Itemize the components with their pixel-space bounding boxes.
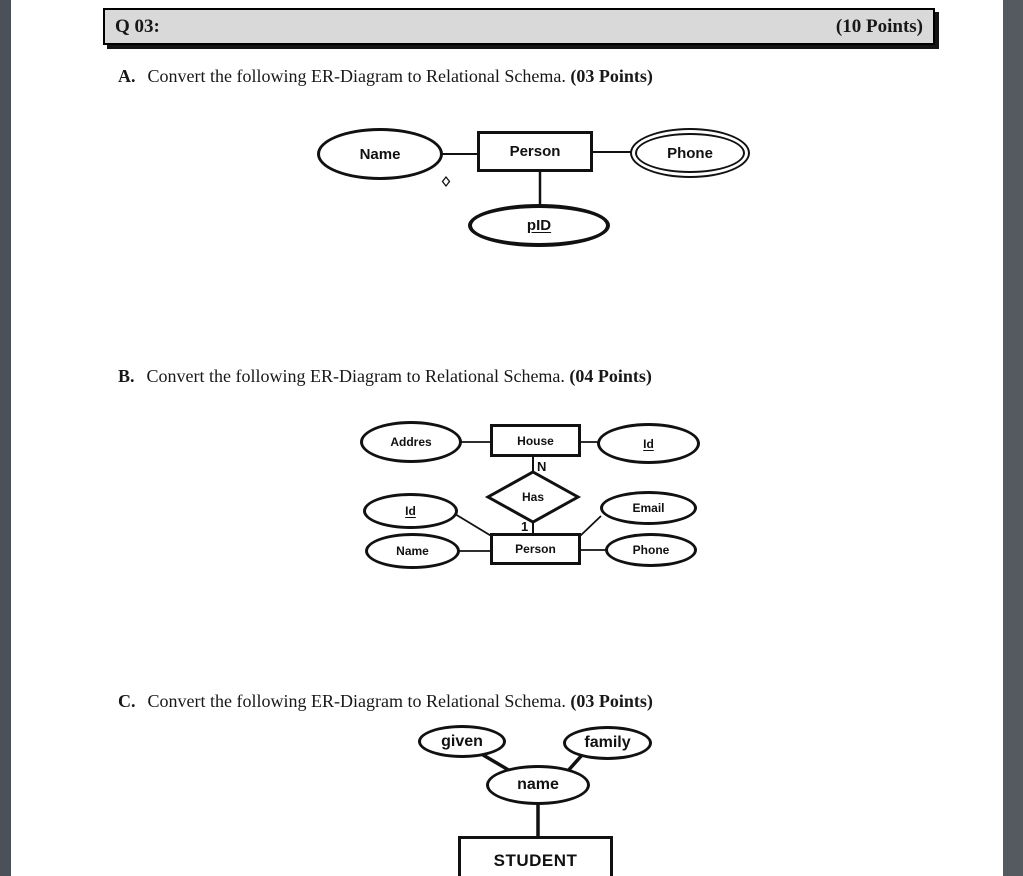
section-c-heading: C. Convert the following ER-Diagram to Re… [118,691,653,712]
key-attribute-ellipse-id-person: Id [363,493,458,529]
entity-person-label: Person [509,143,561,160]
rel-has-text: Has [521,490,544,504]
attr-name-label: Name [359,145,401,163]
attr-name-b-label: Name [396,544,429,558]
section-b-label: B. [118,366,135,386]
question-header: Q 03: (10 Points) [103,8,935,45]
question-number: Q 03: [115,15,160,37]
attr-family-label: family [584,734,631,751]
section-b-heading: B. Convert the following ER-Diagram to Re… [118,366,652,387]
attribute-ellipse-family: family [563,726,652,760]
attribute-ellipse-name-a: Name [317,128,443,180]
attr-pid-label: pID [526,217,552,234]
attr-id-person-label: Id [405,504,416,518]
entity-house-label: House [517,433,554,448]
key-attribute-ellipse-pid: pID [468,204,610,247]
section-b-text: Convert the following ER-Diagram to Rela… [146,366,565,386]
multivalued-ellipse-phone: Phone [630,128,750,178]
entity-person-b-label: Person [515,542,556,556]
key-attribute-ellipse-id-house: Id [597,423,700,464]
attr-addres-label: Addres [390,435,432,449]
attr-id-house-label: Id [643,436,654,451]
attribute-ellipse-given: given [418,725,506,758]
section-a-heading: A. Convert the following ER-Diagram to Re… [118,66,653,87]
section-a-label: A. [118,66,136,86]
attr-phone-b-label: Phone [632,543,670,557]
attr-phone-label: Phone [667,144,713,162]
entity-student-label: STUDENT [493,851,578,870]
cardinality-n: N [537,459,547,474]
section-c-points: (03 Points) [570,691,653,711]
section-a-text: Convert the following ER-Diagram to Rela… [147,66,566,86]
attribute-ellipse-name-b: Name [365,533,460,569]
attr-name-c-label: name [517,776,559,793]
attribute-ellipse-phone-b: Phone [605,533,697,567]
entity-rect-student: STUDENT [458,836,613,876]
composite-attribute-ellipse-name: name [486,765,590,805]
phone-inner-ellipse: Phone [635,133,745,173]
section-c-text: Convert the following ER-Diagram to Rela… [147,691,566,711]
viewer-left-edge [0,0,11,876]
entity-rect-person-b: Person [490,533,581,565]
line-email-person [578,515,602,538]
attribute-ellipse-email: Email [600,491,697,525]
entity-rect-person-a: Person [477,131,593,172]
small-diamond-mark [441,175,451,188]
viewer-right-edge [1003,0,1023,876]
section-c-label: C. [118,691,136,711]
attr-email-label: Email [632,501,665,515]
section-b-points: (04 Points) [569,366,652,386]
attr-given-label: given [441,732,483,750]
question-points: (10 Points) [835,15,923,37]
relationship-has-label: Has [505,488,561,506]
attribute-ellipse-addres: Addres [360,421,462,463]
entity-rect-house: House [490,424,581,457]
section-a-points: (03 Points) [570,66,653,86]
cardinality-1: 1 [521,519,529,534]
line-id-person [454,513,494,538]
